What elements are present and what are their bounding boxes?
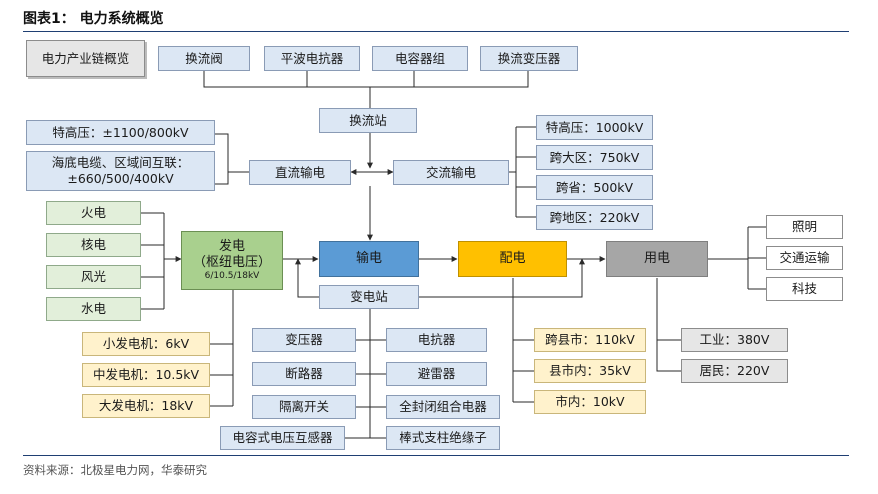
lighting-box: 照明 xyxy=(766,215,843,239)
substation-box: 变电站 xyxy=(319,285,419,309)
medium-generator-box: 中发电机：10.5kV xyxy=(82,363,210,387)
industrial-voltage-box: 工业：380V xyxy=(681,328,788,352)
ac-cross-region-box: 跨大区：750kV xyxy=(536,145,653,170)
converter-valve-box: 换流阀 xyxy=(158,46,250,71)
generation-sub: （枢纽电压） xyxy=(192,254,271,270)
overview-label: 电力产业链概览 xyxy=(26,40,145,77)
large-generator-box: 大发电机：18kV xyxy=(82,394,210,418)
source-note: 资料来源：北极星电力网，华泰研究 xyxy=(23,463,207,477)
converter-transformer-box: 换流变压器 xyxy=(480,46,578,71)
technology-box: 科技 xyxy=(766,277,843,301)
dc-interconnect-box: 海底电缆、区域间互联： ±660/500/400kV xyxy=(26,151,215,191)
reactor-box: 电抗器 xyxy=(386,328,487,352)
hydro-power-box: 水电 xyxy=(46,297,141,321)
title-rule xyxy=(23,31,849,32)
capacitor-bank-box: 电容器组 xyxy=(372,46,468,71)
residential-voltage-box: 居民：220V xyxy=(681,359,788,383)
gis-box: 全封闭组合电器 xyxy=(386,395,500,419)
ac-cross-area-box: 跨地区：220kV xyxy=(536,205,653,230)
within-city-box: 市内：10kV xyxy=(534,390,646,414)
ac-cross-province-box: 跨省：500kV xyxy=(536,175,653,200)
footer-rule xyxy=(23,455,849,456)
cvt-box: 电容式电压互感器 xyxy=(220,426,345,450)
dc-uhv-box: 特高压：±1100/800kV xyxy=(26,120,215,145)
post-insulator-box: 棒式支柱绝缘子 xyxy=(386,426,500,450)
nuclear-power-box: 核电 xyxy=(46,233,141,257)
thermal-power-box: 火电 xyxy=(46,201,141,225)
dc-transmission-box: 直流输电 xyxy=(249,160,351,185)
ac-transmission-box: 交流输电 xyxy=(393,160,509,185)
cross-county-box: 跨县市：110kV xyxy=(534,328,646,352)
ac-uhv-box: 特高压：1000kV xyxy=(536,115,653,140)
transmission-box: 输电 xyxy=(319,241,419,277)
within-county-box: 县市内：35kV xyxy=(534,359,646,383)
circuit-breaker-box: 断路器 xyxy=(252,362,356,386)
distribution-box: 配电 xyxy=(458,241,567,277)
smoothing-reactor-box: 平波电抗器 xyxy=(264,46,360,71)
converter-station-box: 换流站 xyxy=(319,108,417,133)
figure-title: 图表1： 电力系统概览 xyxy=(23,11,164,27)
transformer-box: 变压器 xyxy=(252,328,356,352)
disconnector-box: 隔离开关 xyxy=(252,395,356,419)
consumption-box: 用电 xyxy=(606,241,708,277)
generation-label: 发电 xyxy=(218,238,245,254)
small-generator-box: 小发电机：6kV xyxy=(82,332,210,356)
generation-note: 6/10.5/18kV xyxy=(204,271,260,282)
wind-solar-box: 风光 xyxy=(46,265,141,289)
surge-arrester-box: 避雷器 xyxy=(386,362,487,386)
generation-box: 发电 （枢纽电压） 6/10.5/18kV xyxy=(181,231,283,290)
transportation-box: 交通运输 xyxy=(766,246,843,270)
